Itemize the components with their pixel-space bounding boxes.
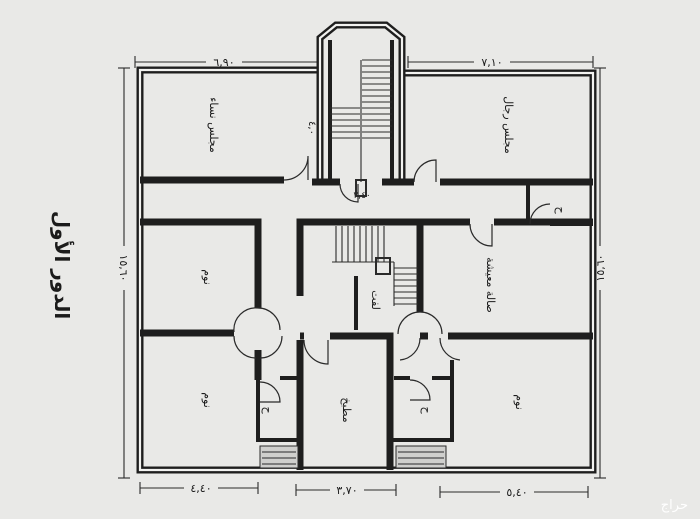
svg-text:ح: ح (554, 206, 567, 214)
room-kitchen: مطبخ (340, 397, 353, 422)
room-bedroom-top-left: نوم (201, 269, 214, 285)
top-staircase (330, 59, 392, 197)
svg-text:مطبخ: مطبخ (340, 397, 353, 422)
dim-stair-side: ٤,٠ (306, 121, 317, 135)
room-living: صالة معيشة (484, 257, 497, 313)
room-bedroom-bottom-left: نوم (201, 392, 214, 408)
svg-text:ح: ح (420, 406, 433, 414)
dim-left: ١٥,٦٠ (117, 254, 130, 281)
dimension-labels: ٦,٩٠ ٧,١٠ ١٥,٦٠ ١٥,٦٠ ٤,٤٠ ٣,٧٠ ٥,٤٠ ٤,٠… (117, 55, 607, 499)
svg-text:صالة معيشة: صالة معيشة (484, 257, 497, 313)
bathroom-label-bottom-left: ح (261, 406, 274, 414)
room-lift: لفت (369, 290, 382, 310)
central-staircase (332, 226, 418, 306)
svg-text:لفت: لفت (369, 290, 382, 310)
dim-bottom-right: ٥,٤٠ (506, 486, 527, 499)
bathroom-label-bottom-right: ح (420, 406, 433, 414)
walls (136, 21, 597, 474)
room-men-majlis: مجلس رجال (502, 96, 515, 154)
dimension-lines (118, 56, 606, 498)
svg-text:نوم: نوم (201, 269, 214, 285)
watermark: حراج (661, 498, 688, 513)
svg-text:نوم: نوم (201, 392, 214, 408)
svg-text:ح: ح (261, 406, 274, 414)
dim-top-left: ٦,٩٠ (213, 56, 234, 69)
floor-title: الدور الأول (50, 211, 75, 319)
doors (233, 155, 551, 403)
dim-right: ١٥,٦٠ (594, 254, 607, 281)
svg-text:مجلس رجال: مجلس رجال (502, 96, 515, 154)
svg-text:مجلس نساء: مجلس نساء (207, 97, 220, 153)
room-bedroom-bottom-right: نوم (513, 394, 526, 410)
bathroom-fixtures (259, 445, 447, 469)
bathroom-label-top-right: ح (554, 206, 567, 214)
dim-bottom-left: ٤,٤٠ (190, 482, 211, 495)
svg-text:الدور الأول: الدور الأول (50, 211, 75, 319)
dim-bottom-middle: ٣,٧٠ (336, 484, 357, 497)
svg-text:نوم: نوم (513, 394, 526, 410)
dim-top-right: ٧,١٠ (481, 56, 502, 69)
room-women-majlis: مجلس نساء (207, 97, 220, 153)
